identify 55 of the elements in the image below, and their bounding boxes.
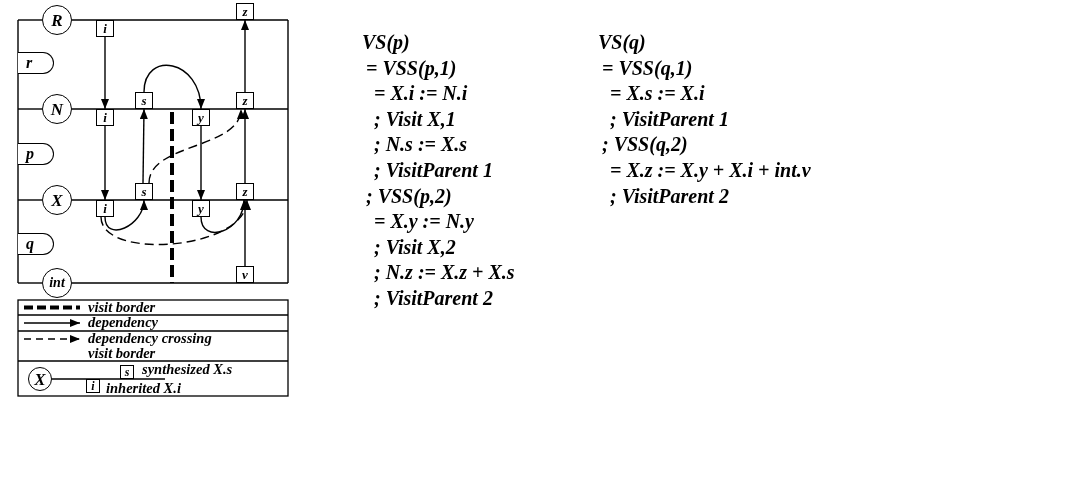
attribute-box: z xyxy=(236,3,254,20)
attribute-box: i xyxy=(86,379,100,393)
code-line: = X.z := X.y + X.i + int.v xyxy=(610,160,811,180)
attribute-box: z xyxy=(236,183,254,200)
attribute-box: i xyxy=(96,20,114,37)
code-line: = X.i := N.i xyxy=(374,83,468,104)
code-line: = VSS(p,1) xyxy=(366,57,457,78)
attribute-caption: inherited X.i xyxy=(106,381,181,396)
production-tab: r xyxy=(18,52,54,74)
nonterminal-circle: int xyxy=(42,268,72,298)
attribute-caption: synthesized X.s xyxy=(142,362,233,377)
attribute-box: s xyxy=(120,365,134,379)
code-line: = VSS(q,1) xyxy=(602,57,693,78)
nonterminal-circle: R xyxy=(42,5,72,35)
dashed-dependency-arrow xyxy=(148,108,243,184)
code-line: ; VisitParent 1 xyxy=(610,108,729,129)
dependency-arrow xyxy=(104,199,147,231)
attribute-box: i xyxy=(96,200,114,217)
attribute-box: z xyxy=(236,92,254,109)
production-tab: q xyxy=(18,233,54,255)
code-line: VS(q) xyxy=(598,32,646,52)
attribute-box: s xyxy=(135,183,153,200)
nonterminal-circle: X xyxy=(42,185,72,215)
code-line: ; Visit X,1 xyxy=(374,108,456,129)
dependency-arrow xyxy=(241,199,249,267)
attribute-box: i xyxy=(96,109,114,126)
dependency-arrow xyxy=(241,108,249,184)
attribute-box: v xyxy=(236,266,254,283)
production-tab: p xyxy=(18,143,54,165)
attribute-box: s xyxy=(135,92,153,109)
code-line: ; N.s := X.s xyxy=(374,134,468,155)
dependency-arrow xyxy=(197,125,205,201)
legend-label: visit border xyxy=(88,299,157,315)
nonterminal-circle: X xyxy=(28,367,52,391)
dependency-arrow xyxy=(101,125,109,201)
nonterminal-circle: N xyxy=(42,94,72,124)
attribute-box: y xyxy=(192,200,210,217)
code-line: ; VSS(q,2) xyxy=(602,134,688,155)
code-line: ; VSS(p,2) xyxy=(366,185,452,206)
dependency-arrow xyxy=(143,64,204,110)
dependency-arrow xyxy=(139,108,148,184)
code-line: ; VisitParent 1 xyxy=(374,160,493,180)
legend-label: dependency xyxy=(88,315,160,331)
dependency-arrow xyxy=(241,19,249,93)
code-line: ; Visit X,2 xyxy=(374,236,456,257)
code-line: = X.s := X.i xyxy=(610,83,705,104)
dependency-arrow xyxy=(200,199,247,233)
code-line: ; VisitParent 2 xyxy=(374,288,493,308)
code-line: ; N.z := X.z + X.s xyxy=(374,262,515,283)
dashed-dependency-arrow xyxy=(100,199,249,246)
dependency-arrow xyxy=(101,36,109,110)
attribute-box: y xyxy=(192,109,210,126)
code-line: ; VisitParent 2 xyxy=(610,185,729,206)
code-line: VS(p) xyxy=(362,32,410,52)
code-line: = X.y := N.y xyxy=(374,211,474,232)
